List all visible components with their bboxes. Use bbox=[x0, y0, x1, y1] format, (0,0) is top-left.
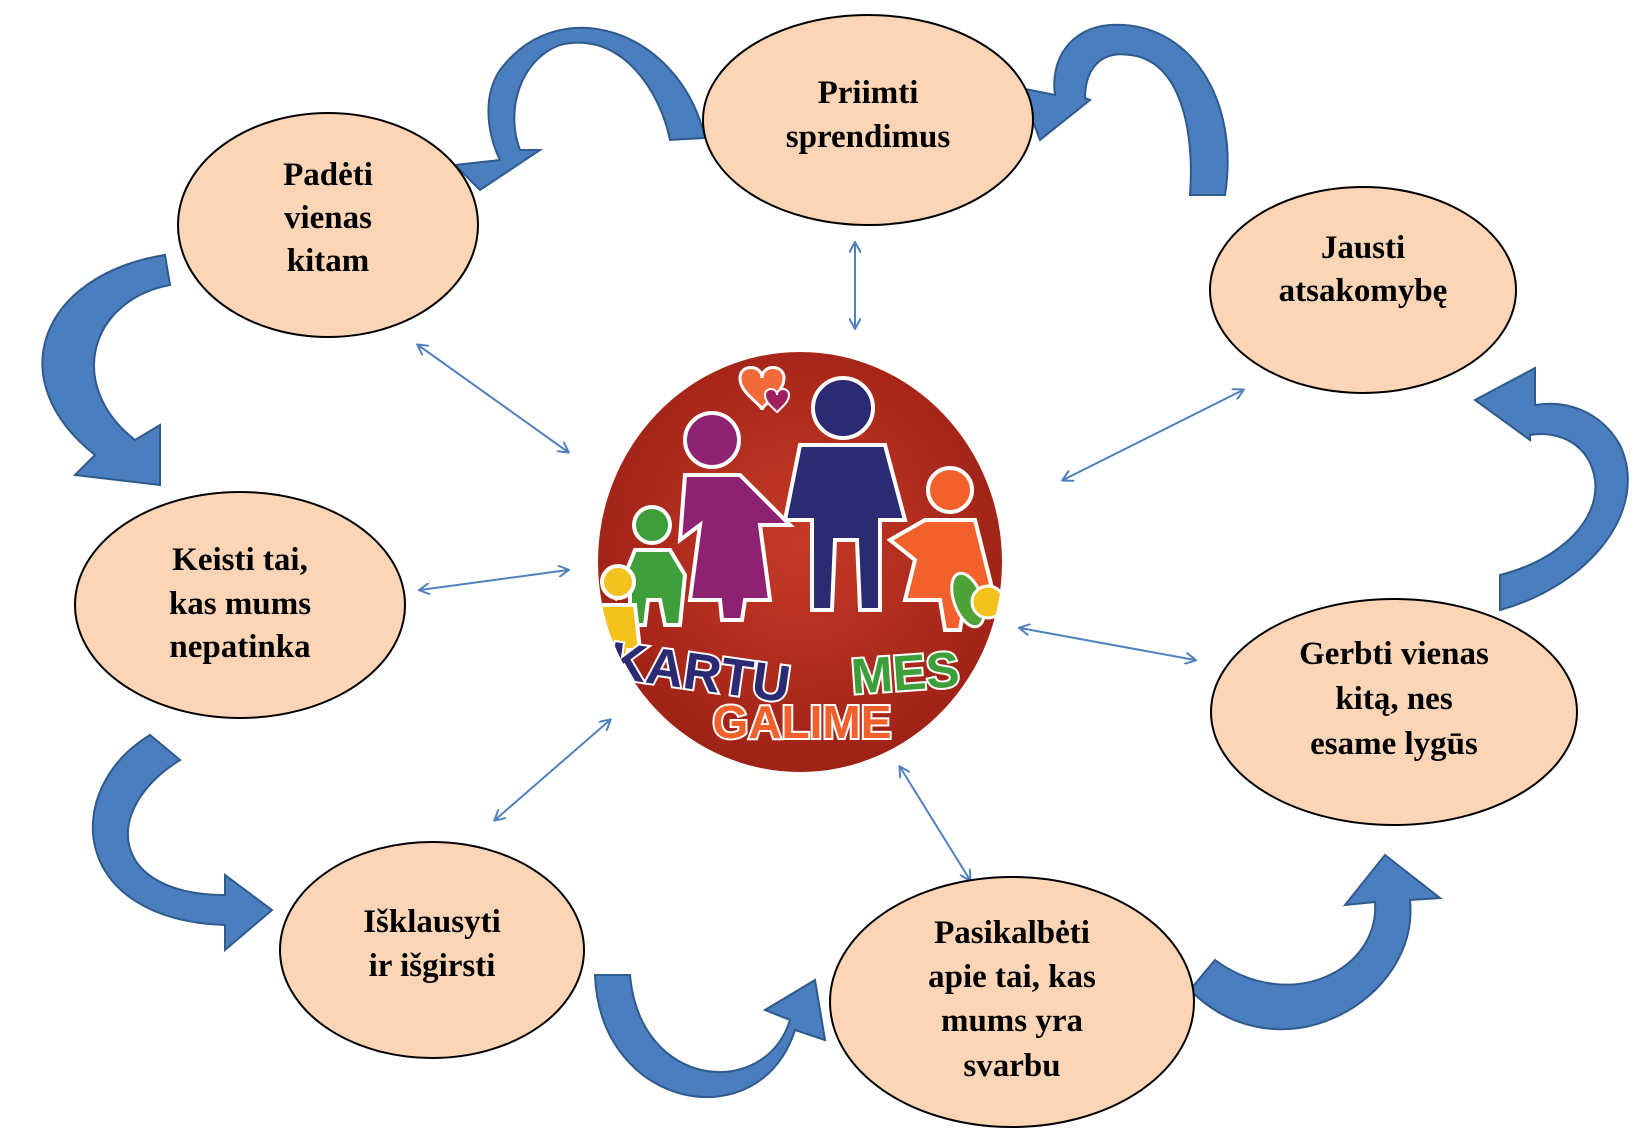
curved-arrow-right bbox=[1473, 366, 1629, 612]
node-bottom-right-line-1: Pasikalbėti bbox=[934, 915, 1090, 951]
node-left-line-3: nepatinka bbox=[169, 629, 310, 665]
connector-bottom-left bbox=[495, 720, 610, 820]
node-top-left-line-1: Padėti bbox=[283, 157, 373, 193]
connectors bbox=[418, 243, 1243, 880]
node-top-line-2: sprendimus bbox=[786, 119, 951, 155]
curved-arrow-top-right bbox=[1018, 23, 1229, 196]
node-bottom-left-line-1: Išklausyti bbox=[363, 904, 501, 940]
node-bottom-right-line-2: apie tai, kas bbox=[928, 959, 1096, 995]
node-bottom-left: Išklausyti ir išgirsti bbox=[279, 841, 585, 1059]
node-top-right-line-2: atsakomybę bbox=[1279, 273, 1448, 309]
node-top-left: Padėti vienas kitam bbox=[177, 112, 479, 338]
curved-arrow-bottom-left bbox=[91, 733, 274, 953]
node-left: Keisti tai, kas mums nepatinka bbox=[74, 491, 406, 719]
curved-arrow-bottom-right bbox=[1188, 853, 1443, 1031]
node-top-left-line-2: vienas bbox=[284, 200, 372, 236]
curved-arrow-bottom-center bbox=[593, 974, 827, 1099]
cycle-arrows bbox=[41, 23, 1629, 1099]
node-top-left-line-3: kitam bbox=[287, 243, 370, 279]
node-bottom-right-line-3: mums yra bbox=[941, 1003, 1083, 1039]
connector-right bbox=[1020, 628, 1195, 660]
curved-arrow-left bbox=[41, 253, 172, 487]
node-top-right: Jausti atsakomybę bbox=[1209, 186, 1517, 394]
father-figure bbox=[782, 376, 908, 612]
node-left-line-2: kas mums bbox=[169, 586, 311, 622]
connector-top-right bbox=[1063, 390, 1243, 480]
connector-left bbox=[420, 570, 568, 590]
node-bottom-left-line-2: ir išgirsti bbox=[369, 948, 496, 984]
node-bottom-right-line-4: svarbu bbox=[963, 1048, 1060, 1084]
logo-word-mes: MES bbox=[849, 641, 961, 704]
connector-top-left bbox=[418, 345, 568, 452]
node-bottom-right: Pasikalbėti apie tai, kas mums yra svarb… bbox=[829, 876, 1195, 1128]
node-right-line-2: kitą, nes bbox=[1335, 681, 1453, 717]
curved-arrow-top-left bbox=[452, 26, 707, 192]
node-right-line-3: esame lygūs bbox=[1310, 726, 1478, 762]
node-top-line-1: Priimti bbox=[818, 75, 919, 111]
node-top-right-line-1: Jausti bbox=[1321, 230, 1405, 266]
logo-word-galime: GALIME bbox=[713, 696, 892, 748]
node-top: Priimti sprendimus bbox=[702, 14, 1034, 226]
center-logo: KARTU MES GALIME bbox=[598, 352, 1002, 772]
node-right: Gerbti vienas kitą, nes esame lygūs bbox=[1210, 598, 1578, 826]
node-right-line-1: Gerbti vienas bbox=[1299, 636, 1489, 672]
heart-icon-small bbox=[763, 388, 791, 414]
mother-figure bbox=[677, 411, 795, 622]
node-left-line-1: Keisti tai, bbox=[172, 542, 308, 578]
heart-icon bbox=[738, 366, 786, 411]
girl-figure bbox=[886, 466, 998, 632]
connector-bottom-right bbox=[900, 767, 970, 880]
